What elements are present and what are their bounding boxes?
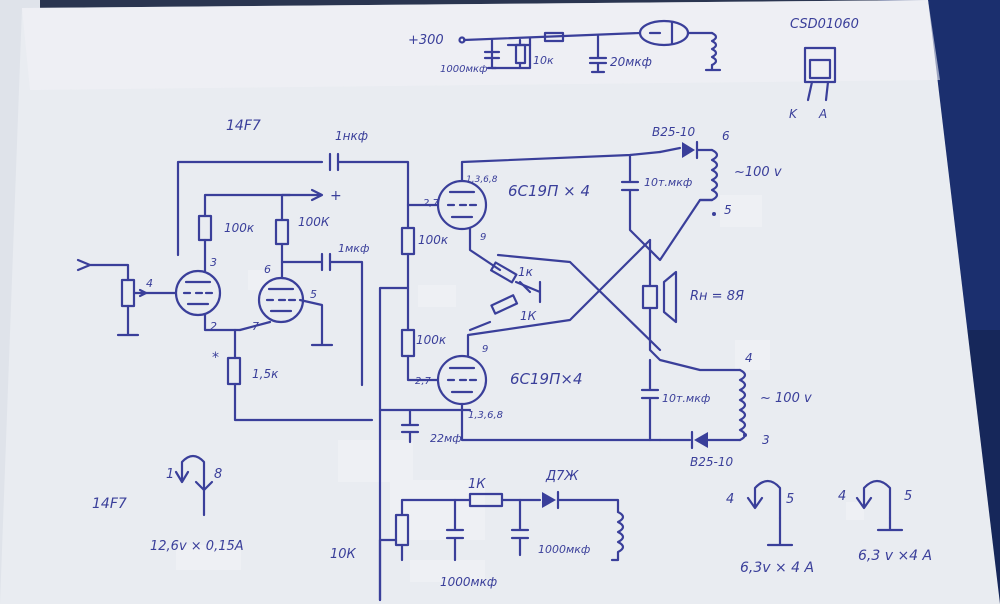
diode-part-number: CSD01060 [790, 17, 859, 32]
diode-bot-label: В25-10 [690, 455, 733, 469]
pin2-label: 2 [210, 320, 217, 333]
plus-label: + [330, 188, 342, 204]
pins-1368-a: 1,3,6,8 [466, 175, 498, 185]
tube-top-label: 6С19П × 4 [508, 182, 590, 200]
r100k-b-label: 100К [298, 215, 330, 229]
h1-pin5: 5 [786, 492, 794, 507]
h2-spec: 6,3 v ×4 A [858, 548, 932, 564]
pin5-label: 5 [310, 288, 317, 301]
r100k-a-label: 100к [224, 221, 255, 235]
r1-5k-label: 1,5к [252, 367, 279, 381]
hv-supply-filter [458, 19, 722, 74]
load-label: Rн = 8Я [690, 289, 744, 304]
pin-a-label: A [818, 107, 827, 121]
cap-1nf-a-label: 1нкф [335, 129, 368, 143]
supply-voltage: +300 [408, 33, 444, 48]
r100k-d-label: 100к [416, 333, 447, 347]
heater-pin1: 1 [166, 467, 174, 482]
pins-27-a: 2,7 [423, 198, 440, 209]
pins-27-b: 2,7 [415, 376, 432, 387]
r100k-c-label: 100к [418, 233, 449, 247]
pin6-label: 6 [264, 263, 271, 276]
driver-tube-label: 14F7 [226, 118, 261, 134]
h2-pin5: 5 [904, 489, 912, 504]
heater-pin8: 8 [214, 467, 222, 482]
output-stage [378, 140, 747, 602]
r1k-supply-label: 1К [468, 477, 486, 492]
h1-spec: 6,3v × 4 A [740, 560, 814, 576]
res-10k-top-label: 10к [533, 54, 554, 67]
pin7-label: 7 [252, 320, 259, 333]
cap-1nf-b-label: 1мкф [338, 242, 369, 255]
tube-bot-label: 6С19П×4 [510, 370, 583, 388]
pins-1368-b: 1,3,6,8 [468, 410, 503, 421]
winding-5: 5 [724, 203, 732, 217]
star-label: * [212, 350, 219, 366]
r1k-a-label: 1к [518, 265, 534, 279]
heater-tube-label: 14F7 [92, 496, 127, 512]
pin9-a: 9 [480, 232, 486, 243]
winding-3: 3 [762, 433, 770, 447]
volt-top-label: ~100 v [734, 165, 782, 180]
cap1000-a-label: 1000мкф [538, 543, 590, 556]
r1k-b-label: 1К [520, 309, 537, 323]
cap22-label: 22мф [430, 432, 462, 445]
cap-20-label: 20мкф [610, 55, 652, 69]
driver-stage [76, 152, 410, 422]
pin4-label: 4 [146, 277, 153, 290]
h2-pin4: 4 [838, 489, 846, 504]
winding-4: 4 [745, 351, 753, 365]
bias-supply [378, 490, 625, 602]
pin-k-label: K [789, 107, 798, 121]
pin3-label: 3 [210, 256, 217, 269]
cap10-top-label: 10т.мкф [644, 176, 692, 189]
volt-bot-label: ~ 100 v [760, 391, 812, 406]
pot10k-label: 10К [330, 547, 357, 562]
zener-label: Д7Ж [545, 469, 579, 484]
h1-pin4: 4 [726, 492, 734, 507]
heater-spec: 12,6v × 0,15A [150, 539, 244, 554]
winding-6: 6 [722, 129, 730, 143]
cap10-bot-label: 10т.мкф [662, 392, 710, 405]
pin9-b: 9 [482, 344, 488, 355]
whiteout-patches [176, 195, 864, 582]
cap-1000-top-label: 1000мкф [440, 64, 488, 75]
diode-top-label: В25-10 [652, 125, 695, 139]
heater-notes [174, 454, 904, 547]
cap1000-b-label: 1000мкф [440, 575, 497, 589]
diode-package-sketch [803, 46, 837, 102]
